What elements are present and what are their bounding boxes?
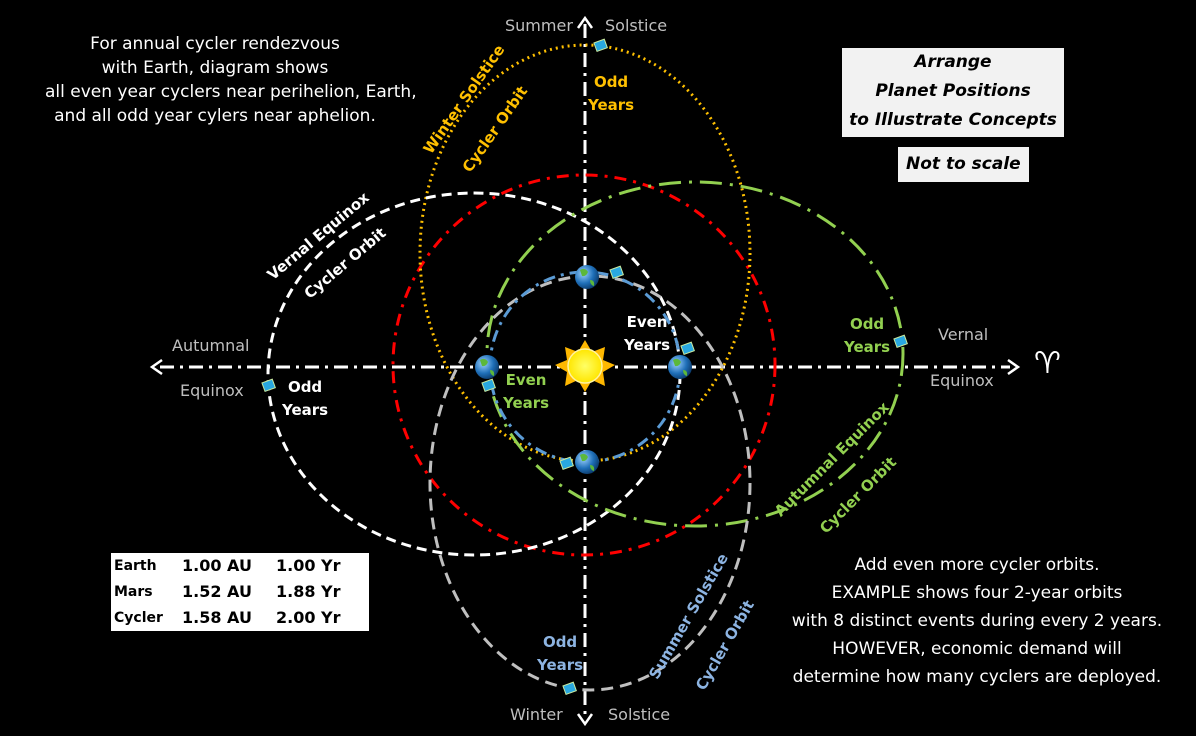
autumnal-equinox-label: Equinox (180, 381, 244, 400)
cycler-satellite-icon (261, 378, 276, 393)
mars-orbit (391, 173, 777, 557)
autumnal-equinox-cycler-orbit (485, 180, 905, 528)
period: 1.00 Yr (276, 556, 341, 575)
summer-solstice-cycler-orbit (428, 274, 752, 692)
vernal-equinox-cycler-orbit (266, 191, 682, 557)
cycler-satellite-icon (680, 341, 695, 356)
cycler-satellite-icon (593, 38, 608, 53)
intro-note: For annual cycler rendezvous with Earth,… (45, 32, 417, 128)
note-line: HOWEVER, economic demand will (832, 639, 1122, 659)
label-line: Even (505, 371, 547, 389)
label-line: Even (626, 313, 668, 331)
orbit-data-table: Earth 1.00 AU 1.00 Yr Mars 1.52 AU 1.88 Yr C… (111, 553, 369, 631)
note-line: EXAMPLE shows four 2-year orbits (831, 583, 1123, 603)
winter-solstice-cycler-orbit (418, 43, 752, 463)
period: 2.00 Yr (276, 608, 341, 627)
arrow-right-icon (1007, 358, 1021, 376)
label-line: Years (503, 394, 550, 412)
arrow-up-icon (576, 15, 594, 29)
intro-line: and all odd year cylers near aphelion. (54, 106, 376, 126)
semi-major-axis: 1.58 AU (182, 608, 252, 627)
intro-line: all even year cyclers near perihelion, E… (45, 82, 417, 102)
label-line: Years (537, 656, 584, 674)
autumnal-label: Autumnal (172, 336, 250, 355)
earth-icon-bottom (575, 450, 599, 474)
label-line: Odd (542, 633, 578, 651)
vernal-equinox-label: Equinox (930, 371, 994, 390)
label-line: Years (282, 401, 329, 419)
scale-note: Not to scale (898, 147, 1029, 182)
earth-icon-top (575, 265, 599, 289)
semi-major-axis: 1.00 AU (182, 556, 252, 575)
label-line: Years (588, 96, 635, 114)
intro-line: with Earth, diagram shows (101, 58, 329, 78)
period: 1.88 Yr (276, 582, 341, 601)
semi-major-axis: 1.52 AU (182, 582, 252, 601)
cycler-satellite-icon (609, 265, 624, 280)
note-line: Add even more cycler orbits. (854, 555, 1100, 575)
aries-symbol-icon: ♈ (1034, 346, 1061, 381)
summer-solstice-label: Solstice (605, 16, 668, 35)
arrow-down-icon (576, 713, 594, 727)
note-line: with 8 distinct events during every 2 ye… (791, 611, 1163, 631)
bottom-note: Add even more cycler orbits. EXAMPLE sho… (762, 551, 1192, 691)
concept-line: Arrange (914, 52, 992, 72)
earth-icon-left (475, 355, 499, 379)
intro-line: For annual cycler rendezvous (90, 34, 340, 54)
table-row: Mars 1.52 AU 1.88 Yr (111, 579, 369, 605)
earth-icon-right (668, 355, 692, 379)
table-row: Earth 1.00 AU 1.00 Yr (111, 553, 369, 579)
winter-solstice-label: Solstice (608, 705, 671, 724)
winter-label: Winter (510, 705, 563, 724)
label-line: Years (624, 336, 671, 354)
concept-line: to Illustrate Concepts (849, 110, 1057, 130)
summer-label: Summer (505, 16, 573, 35)
body-name: Cycler (114, 610, 163, 626)
cycler-satellite-icon (893, 334, 908, 349)
note-line: determine how many cyclers are deployed. (792, 667, 1162, 687)
arrow-left-icon (149, 358, 163, 376)
label-line: Odd (849, 315, 885, 333)
body-name: Earth (114, 558, 157, 574)
body-name: Mars (114, 584, 153, 600)
cycler-satellite-icon (481, 378, 496, 393)
label-line: Years (844, 338, 891, 356)
label-line: Odd (287, 378, 323, 396)
table-row: Cycler 1.58 AU 2.00 Yr (111, 605, 369, 631)
cycler-satellite-icon (559, 456, 574, 471)
concept-line: Planet Positions (875, 81, 1031, 101)
label-line: Odd (593, 73, 629, 91)
vernal-label: Vernal (938, 325, 989, 344)
sun-icon (555, 340, 615, 392)
concept-box: Arrange Planet Positions to Illustrate C… (842, 48, 1064, 137)
cycler-satellite-icon (562, 681, 577, 696)
